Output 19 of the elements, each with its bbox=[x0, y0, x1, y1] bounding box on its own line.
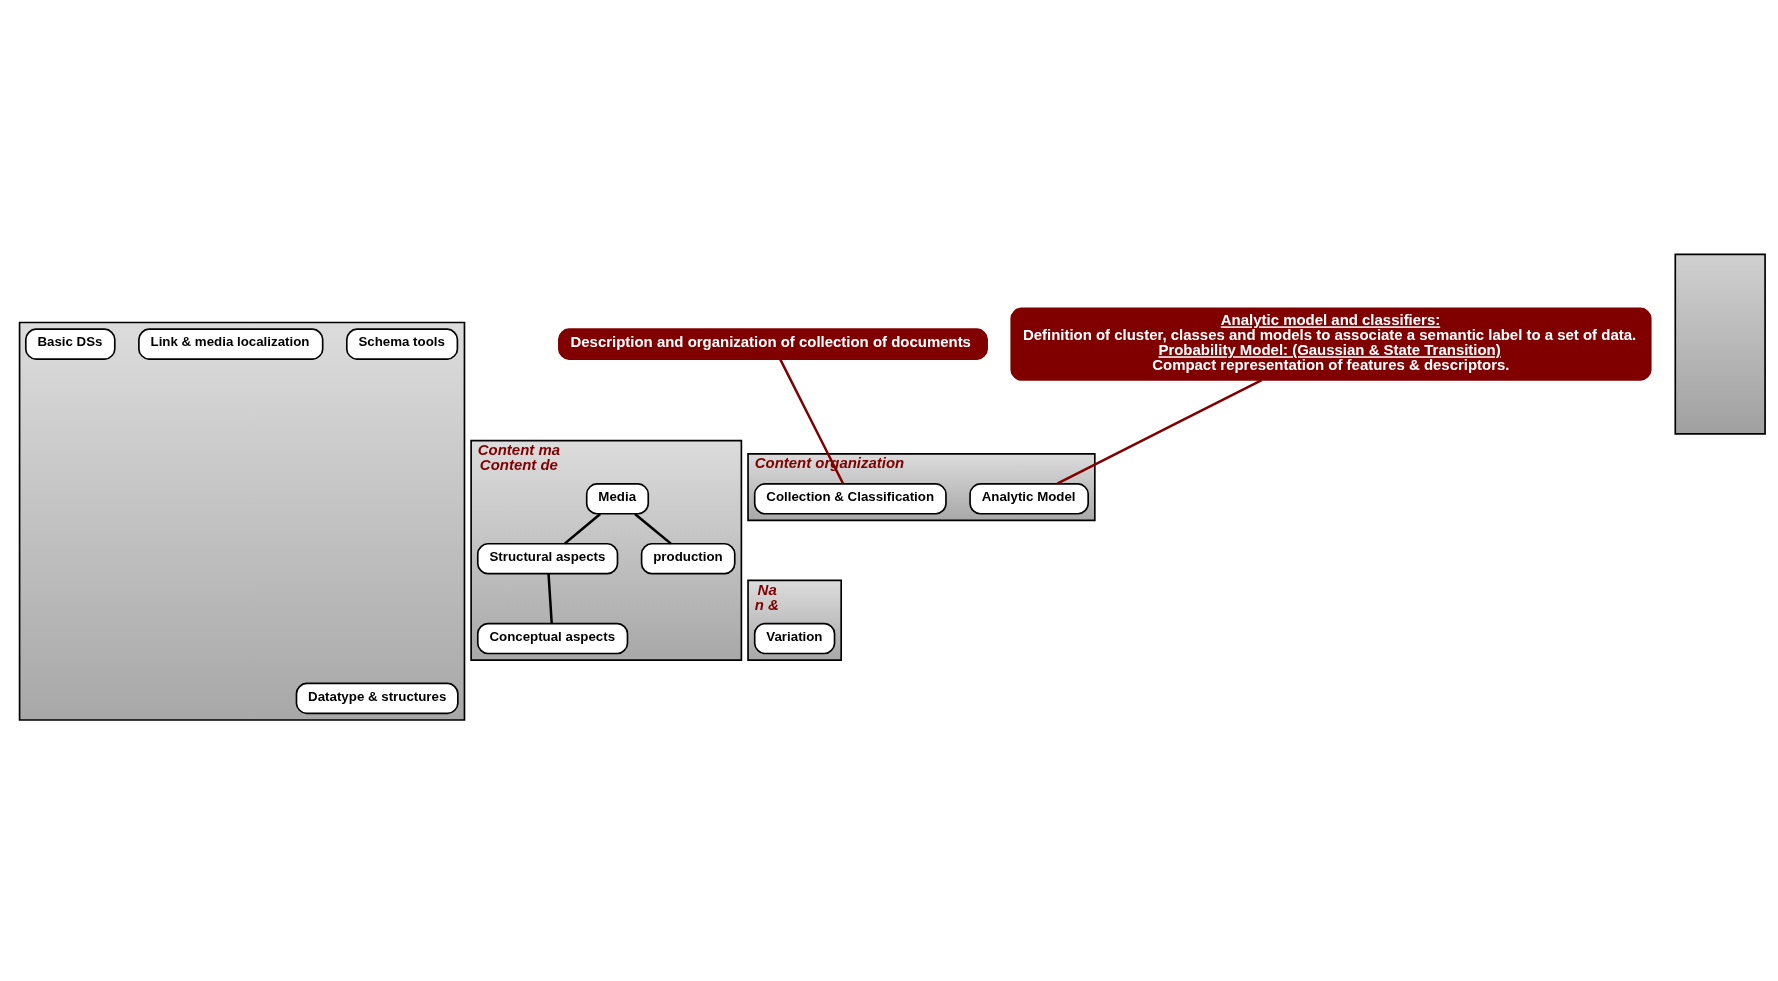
node-box: Structural aspects bbox=[476, 542, 619, 575]
node-box: Conceptual aspects bbox=[476, 622, 629, 655]
node-box: Datatype & structures bbox=[295, 682, 459, 715]
node-box: Variation bbox=[753, 622, 836, 655]
connector bbox=[779, 358, 845, 485]
node-box: Analytic model and classifiers: Definition of cluster, classes and models to associate a semantic label to a set of data. Probability Model: (Gaussian & State Transition) Compact representation of features & descriptors. bbox=[1010, 307, 1652, 381]
connector bbox=[547, 573, 553, 624]
node-box: Description and organization of collection of documents bbox=[558, 328, 988, 360]
node-box bbox=[1674, 253, 1766, 435]
node-box: Link & media localization bbox=[138, 328, 324, 360]
node-box: production bbox=[640, 542, 736, 575]
node-box: Media bbox=[585, 483, 650, 515]
connector bbox=[563, 513, 601, 545]
cluster bbox=[18, 321, 466, 721]
node-box: Analytic Model bbox=[969, 483, 1089, 515]
node-box: Schema tools bbox=[345, 328, 459, 360]
node-box: Basic DSs bbox=[24, 328, 116, 360]
connector bbox=[634, 513, 672, 545]
node-box: Collection & Classification bbox=[753, 483, 947, 515]
